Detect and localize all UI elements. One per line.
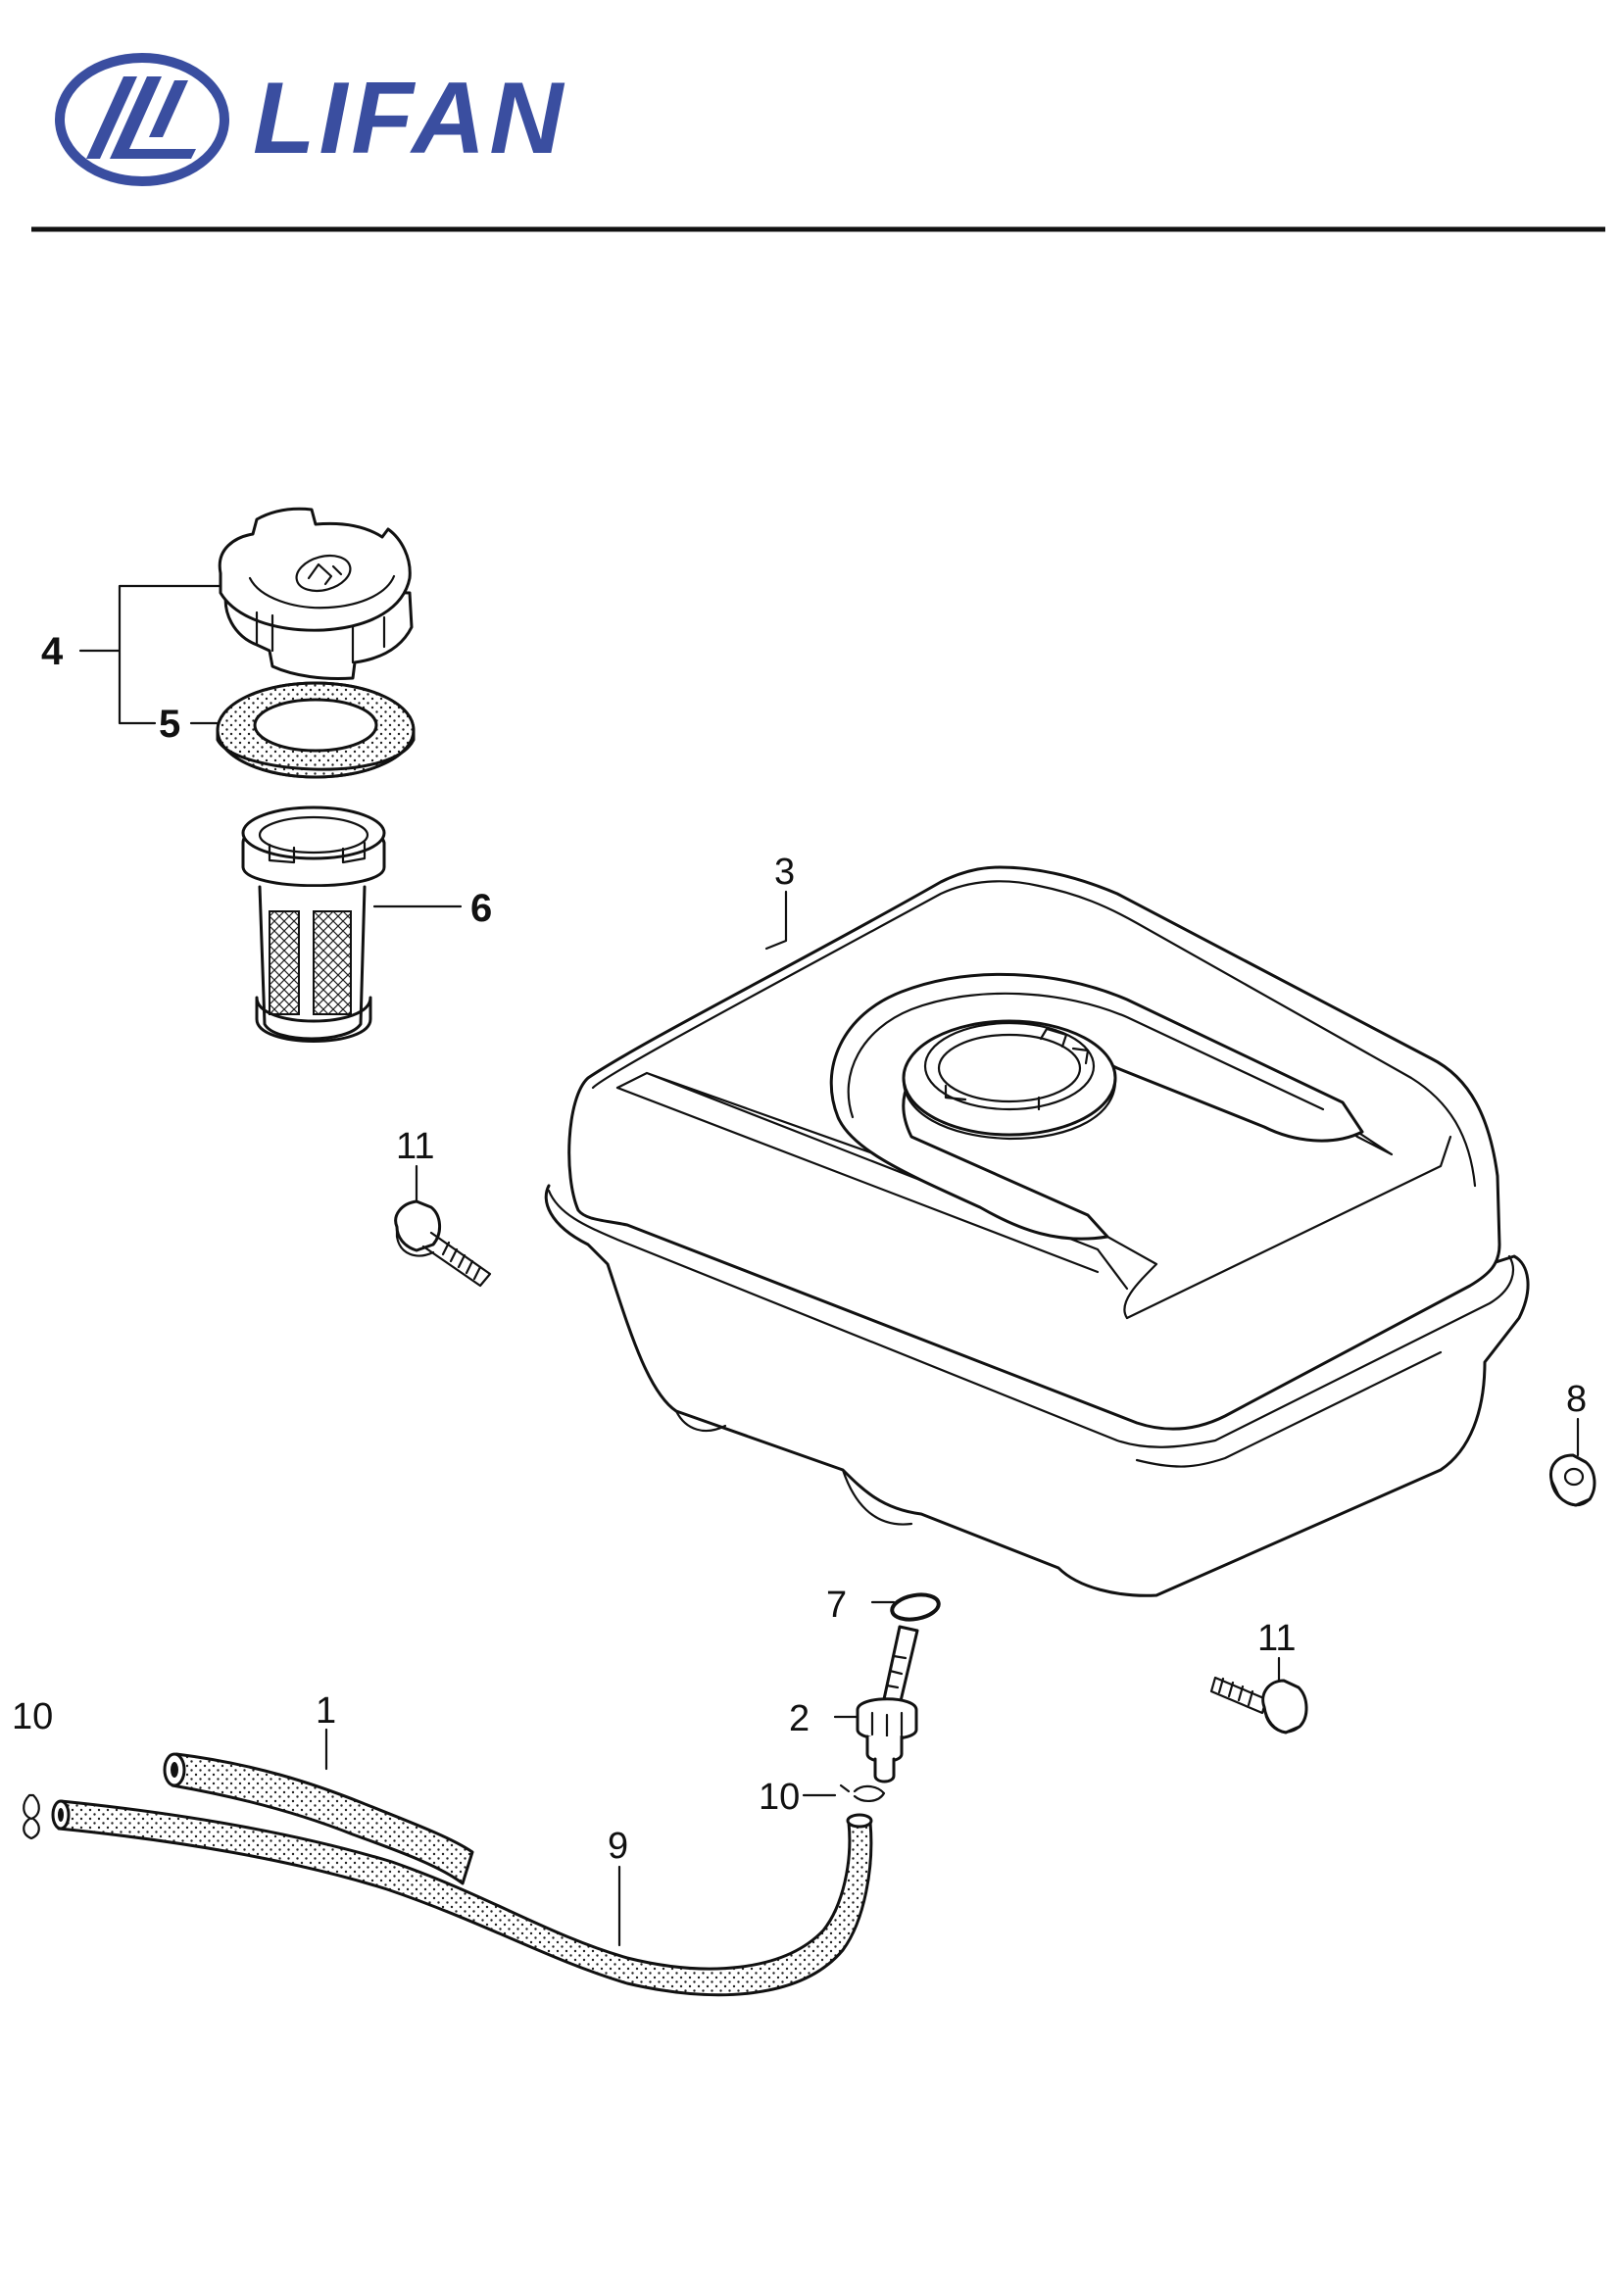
lifan-emblem-icon (55, 53, 229, 186)
flange-bolt-upper-part (394, 1199, 492, 1288)
o-ring-part (890, 1592, 941, 1622)
label-10b: 10 (759, 1777, 800, 1818)
fuel-tube-part (51, 1799, 873, 1997)
label-9: 9 (608, 1826, 628, 1867)
flange-nut-part (1548, 1453, 1596, 1507)
label-2: 2 (789, 1698, 810, 1739)
fuel-tank-part (544, 865, 1530, 1597)
breather-tube-part (163, 1752, 474, 1885)
label-5: 5 (159, 703, 180, 746)
brand-header: LIFAN (31, 53, 1605, 232)
fuel-valve-part (856, 1625, 919, 1783)
leader-lines (78, 584, 1580, 1947)
label-7: 7 (826, 1585, 847, 1626)
label-3: 3 (774, 852, 795, 893)
cap-gasket-part (216, 681, 416, 779)
label-6: 6 (470, 887, 492, 930)
callout-labels: 4 5 6 3 11 8 11 7 2 10 10 1 9 (12, 630, 1587, 1867)
fuel-strainer-part (241, 806, 386, 1043)
brand-name: LIFAN (253, 62, 566, 175)
label-10a: 10 (12, 1696, 53, 1737)
hose-clip-left-part (23, 1793, 40, 1840)
flange-bolt-lower-part (1209, 1676, 1308, 1734)
label-4: 4 (41, 630, 64, 673)
label-1: 1 (316, 1690, 336, 1732)
label-11b: 11 (1257, 1618, 1296, 1659)
fuel-cap-part (218, 507, 414, 680)
label-8: 8 (1566, 1379, 1587, 1420)
label-11a: 11 (396, 1126, 434, 1167)
hose-clip-right-part (839, 1783, 886, 1802)
